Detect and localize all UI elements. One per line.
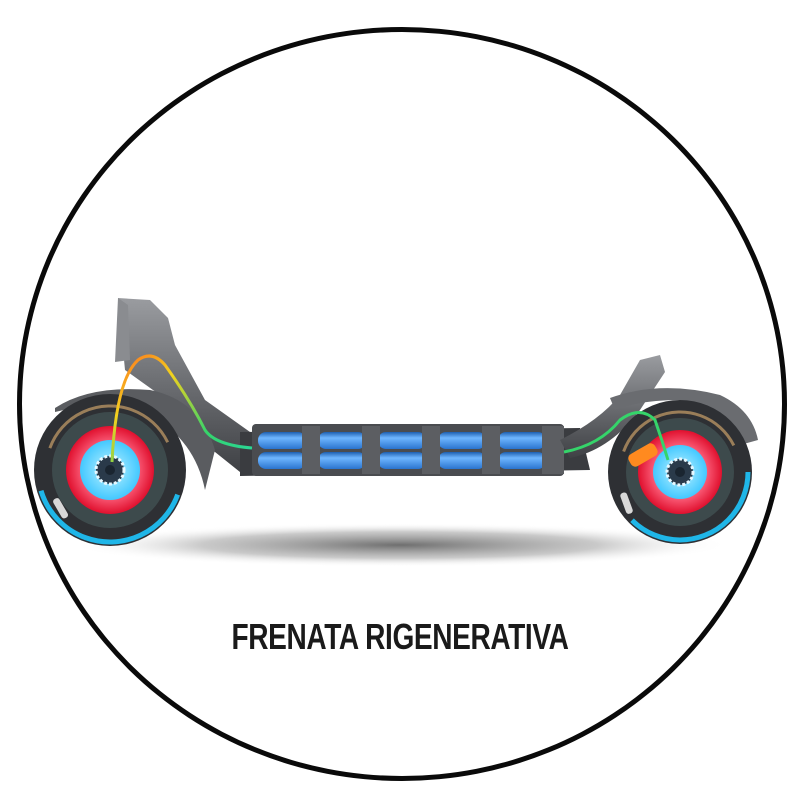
caption-title: FRENATA RIGENERATIVA: [231, 616, 569, 657]
front-fork: [115, 298, 258, 472]
front-fender: [55, 389, 215, 490]
battery-pack: [252, 424, 564, 476]
front-wheel: [34, 394, 186, 546]
circle-frame: [17, 27, 787, 781]
brake-caliper: [628, 443, 658, 467]
ground-shadow: [70, 523, 730, 567]
energy-line-rear: [563, 411, 670, 461]
energy-line-front: [110, 354, 253, 463]
rear-wheel: [608, 400, 752, 544]
rear-frame: [560, 355, 758, 458]
